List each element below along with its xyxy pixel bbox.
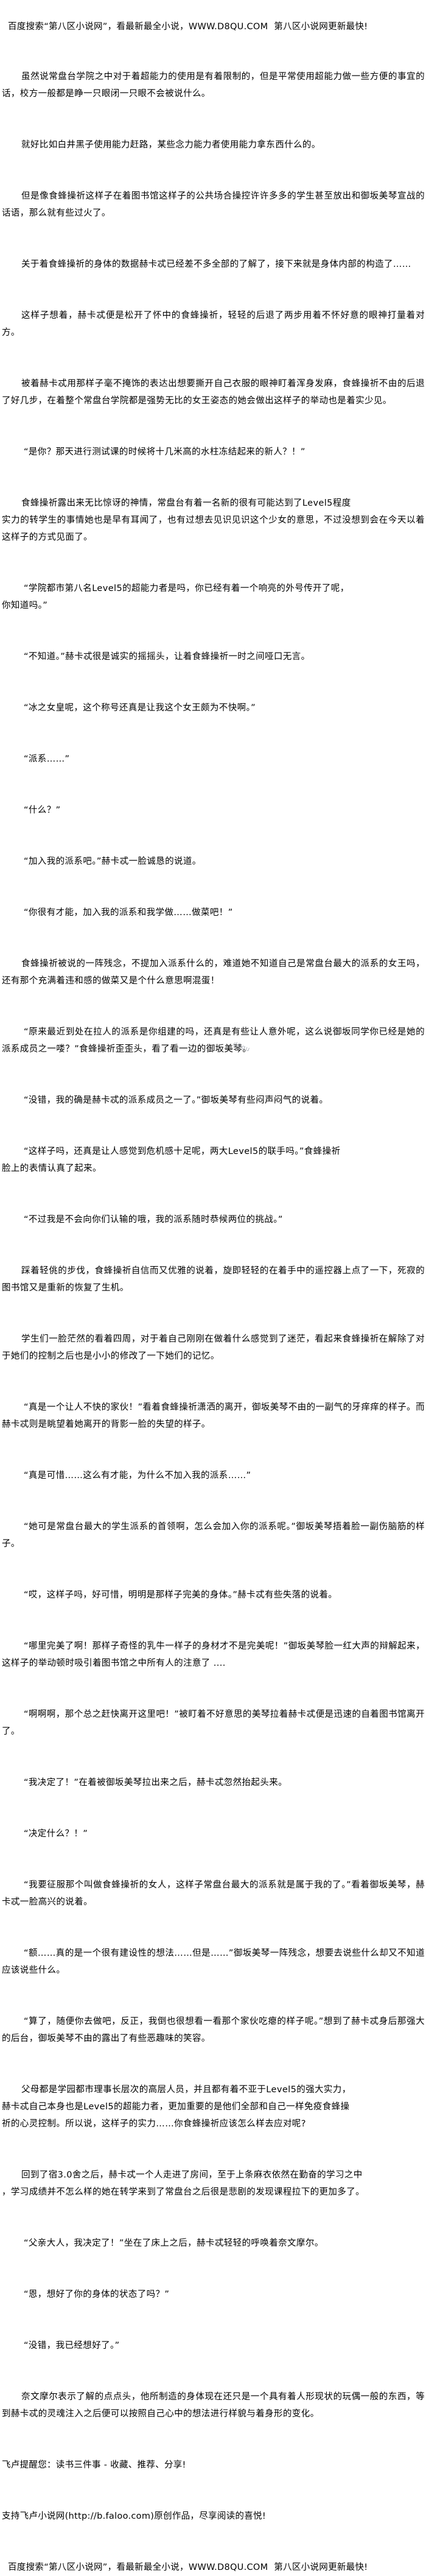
story-paragraph: “没错，我已经想好了。”	[24, 2341, 120, 2351]
story-paragraph: 父母都是学园都市理事长层次的高层人员，并且都有着不亚于Level5的强大实力，赫…	[2, 2085, 351, 2129]
story-paragraph: 学生们一脸茫然的看着四周，对于着自己刚刚在做着什么感觉到了迷茫，看起来食蜂操祈在…	[2, 1334, 425, 1361]
story-paragraph: “不过我是不会向你们认输的哦，我的派系随时恭候两位的挑战。”	[24, 1215, 283, 1225]
story-paragraph: “什么？”	[24, 805, 61, 815]
story-paragraph: “啊啊啊，那个总之赶快离开这里吧！”被盯着不好意思的美琴拉着赫卡忒便是迅速的自着…	[2, 1710, 425, 1736]
story-paragraph: “加入我的派系吧。”赫卡忒一脸诚恳的说道。	[24, 857, 201, 866]
story-paragraph: 关于着食蜂操祈的身体的数据赫卡忒已经差不多全部的了解了，接下来就是身体内部的构造…	[21, 260, 411, 269]
story-paragraph: “哪里完美了啊！那样子奇怪的乳牛一样子的身材才不是完美呢！”御坂美琴脸一红大声的…	[2, 1641, 425, 1668]
story-paragraph: 食蜂操祈被说的一阵残念，不提加入派系什么的，难道她不知道自己是常盘台最大的派系的…	[2, 959, 425, 986]
story-paragraph: “真是可惜……这么有才能，为什么不加入我的派系……”	[24, 1471, 251, 1481]
story-paragraph: “派系……”	[24, 754, 70, 764]
story-paragraph: 奈文摩尔表示了解的点点头，他所制造的身体现在还只是一个具有着人形现状的玩偶一般的…	[2, 2392, 425, 2419]
header-ad-banner: 百度搜索“第八区小说网”，看最新最全小说，WWW.D8QU.COM 第八区小说网…	[8, 22, 368, 32]
story-paragraph: “你很有才能，加入我的派系和我学做……做菜吧！”	[24, 908, 233, 918]
chapter-body: 虽然说常盘台学院之中对于着超能力的使用是有着限制的，但是平常使用超能力做一些方便…	[2, 68, 425, 2422]
story-paragraph: 踩着轻佻的步伐，食蜂操祈自信而又优雅的说着，旋即轻轻的在着手中的遥控器上点了一下…	[2, 1266, 425, 1293]
footer-notes: 飞卢提醒您：读书三件事 - 收藏、推荐、分享! 支持飞卢小说网(http://b…	[2, 2457, 425, 2525]
story-paragraph: 回到了宿3.0舍之后，赫卡忒一个人走进了房间，至于上条麻衣依然在勤奋的学习之中，…	[2, 2170, 365, 2197]
story-paragraph: 就好比如白井黑子使用能力赶路，某些念力能力者使用能力拿东西什么的。	[21, 140, 321, 150]
story-paragraph: “我决定了！”在着被御坂美琴拉出来之后，赫卡忒忽然抬起头来。	[24, 1778, 288, 1788]
story-paragraph: “这样子吗，还真是让人感觉到危机感十足呢，两大Level5的联手吗。”食蜂操祈脸…	[2, 1147, 341, 1173]
story-paragraph: “额……真的是一个很有建设性的想法……但是……”御坂美琴一阵残念，想要去说些什么…	[2, 1948, 425, 1975]
story-paragraph: “没错，我的确是赫卡忒的派系成员之一了。”御坂美琴有些闷声闷气的说着。	[24, 1095, 329, 1105]
story-paragraph: “决定什么？！”	[24, 1829, 88, 1839]
footer-ad-banner: 百度搜索“第八区小说网”，看最新最全小说，WWW.D8QU.COM 第八区小说网…	[8, 2563, 368, 2572]
story-paragraph: 但是像食蜂操祈这样子在着图书馆这样子的公共场合操控许许多多的学生甚至放出和御坂美…	[2, 191, 425, 218]
story-paragraph: “哎，这样子吗，好可惜，明明是那样子完美的身体。”赫卡忒有些失落的说着。	[24, 1590, 338, 1600]
story-paragraph: “我要征服那个叫做食蜂操祈的女人，这样子常盘台最大的派系就是属于我的了。”看着御…	[2, 1880, 425, 1907]
story-paragraph: “恩，想好了你的身体的状态了吗？”	[24, 2290, 170, 2299]
story-paragraph: 被着赫卡忒用那样子毫不掩饰的表达出想要撕开自己衣服的眼神盯着浑身发麻，食蜂操祈不…	[2, 379, 425, 406]
story-paragraph: “不知道。”赫卡忒很是诚实的摇摇头，让着食蜂操祈一时之间哑口无言。	[24, 652, 310, 662]
support-faloo-link[interactable]: 支持飞卢小说网(http://b.faloo.com)原创作品，尽享阅读的喜悦!	[2, 2511, 266, 2521]
story-paragraph: “学院都市第八名Level5的超能力者是吗，你已经有着一个响亮的外号传开了呢，你…	[2, 584, 349, 610]
story-paragraph: “原来最近到处在拉人的派系是你组建的吗，还真是有些让人意外呢，这么说御坂同学你已…	[2, 1027, 425, 1054]
story-paragraph: 虽然说常盘台学院之中对于着超能力的使用是有着限制的，但是平常使用超能力做一些方便…	[2, 72, 425, 99]
story-paragraph: “真是一个让人不快的家伙！”看着食蜂操祈潇洒的离开，御坂美琴不由的一副气的牙痒痒…	[2, 1403, 425, 1429]
story-paragraph: “她可是常盘台最大的学生派系的首领啊，怎么会加入你的派系呢。”御坂美琴捂着脸一副…	[2, 1522, 425, 1549]
story-paragraph: “算了，随便你去做吧，反正，我倒也很想看一看那个家伙吃瘪的样子呢。”想到了赫卡忒…	[2, 2017, 425, 2043]
story-paragraph: “父亲大人，我决定了！”坐在了床上之后，赫卡忒轻轻的呼唤着奈文摩尔。	[24, 2238, 324, 2248]
story-paragraph: “是你？那天进行测试课的时候将十几米高的水柱冻结起来的新人？！”	[24, 447, 306, 457]
story-paragraph: 食蜂操祈露出来无比惊讶的神情，常盘台有着一名新的很有可能达到了Level5程度实…	[2, 498, 425, 542]
story-paragraph: 这样子想着，赫卡忒便是松开了怀中的食蜂操祈，轻轻的后退了两步用着不怀好意的眼神打…	[2, 311, 425, 338]
story-paragraph: “冰之女皇呢，这个称号还真是让我这个女王颇为不快啊。”	[24, 703, 256, 713]
reading-reminder: 飞卢提醒您：读书三件事 - 收藏、推荐、分享!	[2, 2460, 186, 2470]
